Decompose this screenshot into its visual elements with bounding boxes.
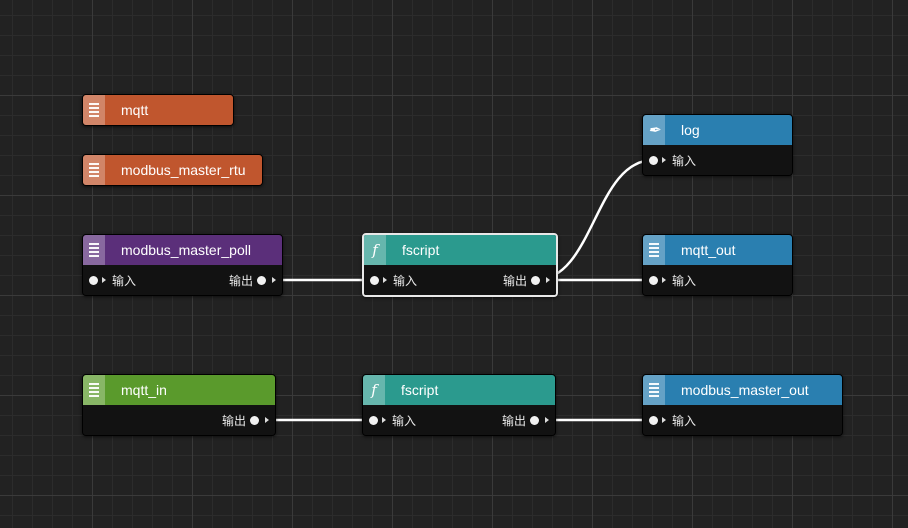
input-port-dot[interactable] <box>649 155 658 165</box>
node-log[interactable]: ✒ log 输入 <box>642 114 793 176</box>
output-port-dot[interactable] <box>531 275 540 285</box>
node-title: fscript <box>401 382 439 398</box>
port-arrow-icon <box>546 277 550 283</box>
input-port-label: 输入 <box>392 413 417 428</box>
output-port-dot[interactable] <box>250 415 259 425</box>
node-modbus-master-poll-header[interactable]: modbus_master_poll <box>83 235 282 265</box>
list-icon <box>83 375 105 405</box>
node-fscript-1-header[interactable]: f fscript <box>364 235 556 265</box>
node-log-header[interactable]: ✒ log <box>643 115 792 145</box>
list-icon <box>83 155 105 185</box>
node-mqtt-out-header[interactable]: mqtt_out <box>643 235 792 265</box>
node-mqtt-in[interactable]: mqtt_in 输出 <box>82 374 276 436</box>
node-modbus-master-out[interactable]: modbus_master_out 输入 <box>642 374 843 436</box>
function-icon: f <box>363 375 385 405</box>
list-icon <box>83 95 105 125</box>
input-port-label: 输入 <box>112 273 137 288</box>
input-port-label: 输入 <box>672 153 697 168</box>
output-port[interactable]: 输出 <box>222 412 269 429</box>
node-modbus-master-out-header[interactable]: modbus_master_out <box>643 375 842 405</box>
node-title: fscript <box>402 242 440 258</box>
node-title: modbus_master_rtu <box>121 162 246 178</box>
port-arrow-icon <box>383 277 387 283</box>
node-ports: 输入 <box>643 405 842 435</box>
port-arrow-icon <box>662 417 666 423</box>
input-port-label: 输入 <box>672 273 697 288</box>
node-ports: 输入 <box>643 145 792 175</box>
node-ports: 输入 <box>643 265 792 295</box>
function-icon: f <box>364 235 386 265</box>
input-port[interactable]: 输入 <box>649 272 696 289</box>
input-port-dot[interactable] <box>369 415 378 425</box>
output-port-label: 输出 <box>502 273 527 288</box>
node-mqtt[interactable]: mqtt <box>82 94 234 126</box>
port-arrow-icon <box>662 157 666 163</box>
port-arrow-icon <box>265 417 269 423</box>
node-title: mqtt <box>121 102 149 118</box>
node-fscript-2[interactable]: f fscript 输入 输出 <box>362 374 556 436</box>
node-title: log <box>681 122 700 138</box>
feather-icon: ✒ <box>643 115 665 145</box>
input-port[interactable]: 输入 <box>649 412 696 429</box>
port-arrow-icon <box>102 277 106 283</box>
input-port-dot[interactable] <box>370 275 379 285</box>
node-fscript-2-header[interactable]: f fscript <box>363 375 555 405</box>
output-port-label: 输出 <box>228 273 253 288</box>
node-title: mqtt_in <box>121 382 167 398</box>
node-title: mqtt_out <box>681 242 736 258</box>
port-arrow-icon <box>662 277 666 283</box>
node-mqtt-out[interactable]: mqtt_out 输入 <box>642 234 793 296</box>
input-port-label: 输入 <box>393 273 418 288</box>
input-port-dot[interactable] <box>89 275 98 285</box>
node-mqtt-in-header[interactable]: mqtt_in <box>83 375 275 405</box>
input-port[interactable]: 输入 <box>369 412 416 429</box>
port-arrow-icon <box>272 277 276 283</box>
node-title: modbus_master_out <box>681 382 809 398</box>
node-ports: 输入 输出 <box>363 405 555 435</box>
node-fscript-1[interactable]: f fscript 输入 输出 <box>362 233 558 297</box>
output-port-dot[interactable] <box>257 275 266 285</box>
node-ports: 输入 输出 <box>83 265 282 295</box>
list-icon <box>643 375 665 405</box>
output-port-label: 输出 <box>501 413 526 428</box>
input-port[interactable]: 输入 <box>649 152 696 169</box>
input-port-dot[interactable] <box>649 275 658 285</box>
output-port-label: 输出 <box>221 413 246 428</box>
input-port[interactable]: 输入 <box>370 272 417 289</box>
output-port[interactable]: 输出 <box>503 272 550 289</box>
list-icon <box>83 235 105 265</box>
node-modbus-master-rtu[interactable]: modbus_master_rtu <box>82 154 263 186</box>
input-port-dot[interactable] <box>649 415 658 425</box>
input-port-label: 输入 <box>672 413 697 428</box>
output-port[interactable]: 输出 <box>502 412 549 429</box>
node-ports: 输入 输出 <box>364 265 556 295</box>
node-modbus-master-poll[interactable]: modbus_master_poll 输入 输出 <box>82 234 283 296</box>
node-title: modbus_master_poll <box>121 242 251 258</box>
node-mqtt-header[interactable]: mqtt <box>83 95 233 125</box>
port-arrow-icon <box>382 417 386 423</box>
input-port[interactable]: 输入 <box>89 272 136 289</box>
list-icon <box>643 235 665 265</box>
port-arrow-icon <box>545 417 549 423</box>
node-ports: 输出 <box>83 405 275 435</box>
node-modbus-master-rtu-header[interactable]: modbus_master_rtu <box>83 155 262 185</box>
output-port[interactable]: 输出 <box>229 272 276 289</box>
output-port-dot[interactable] <box>530 415 539 425</box>
